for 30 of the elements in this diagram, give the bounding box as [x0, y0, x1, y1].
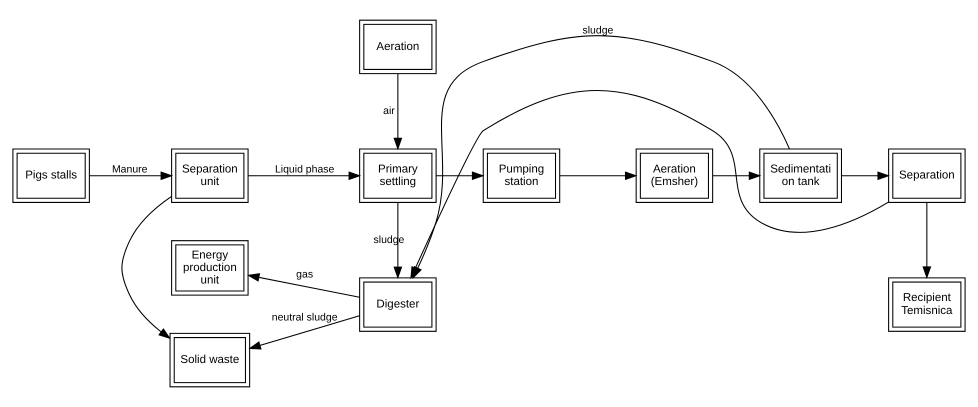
arrow	[842, 171, 890, 180]
arrow	[246, 273, 360, 298]
edge-label: gas	[296, 269, 314, 280]
node-box: Recipient Temisnica	[888, 277, 966, 332]
edge-label: Manure	[112, 164, 148, 176]
arrow	[90, 171, 174, 180]
node-box: Separation unit	[171, 148, 249, 203]
edge-label: Liquid phase	[274, 164, 334, 176]
node-box: Solid waste	[170, 332, 250, 388]
arrow	[393, 202, 402, 280]
node-box: Digester	[359, 277, 437, 332]
edge-label: air	[383, 106, 395, 117]
node-box: Separation	[888, 148, 966, 203]
arrow	[248, 171, 362, 180]
arrow	[560, 171, 638, 180]
arrow	[121, 196, 172, 340]
node-box: Aeration	[359, 20, 437, 74]
edge-label: sludge	[582, 25, 614, 36]
node-box: Energy production unit	[171, 240, 249, 296]
node-box: Pumping station	[482, 148, 560, 203]
arrow	[712, 171, 762, 180]
node-box: Primary settling	[359, 148, 437, 203]
arrow	[393, 74, 402, 150]
node-box: Pigs stalls	[12, 148, 90, 203]
node-box: Sedimentati on tank	[759, 148, 842, 203]
arrow	[436, 171, 484, 180]
arrow	[922, 202, 932, 279]
node-box: Aeration (Emsher)	[636, 148, 714, 203]
arrow	[248, 315, 360, 350]
edge-label: neutral sludge	[272, 312, 338, 324]
